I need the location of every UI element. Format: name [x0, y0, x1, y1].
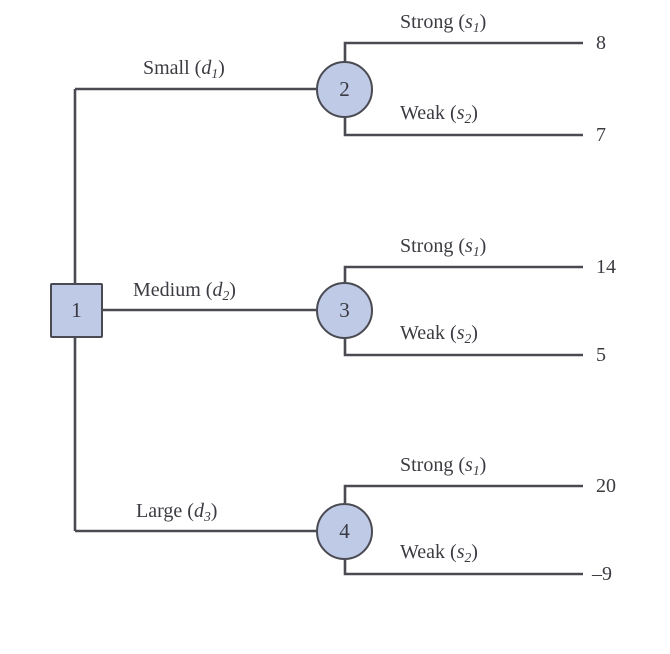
chance-node-4[interactable]: 4 — [316, 503, 373, 560]
branch-label-strong-3-name: Strong — [400, 454, 454, 476]
edge-chance-2-weak — [343, 118, 583, 137]
branch-label-strong-1-name: Strong — [400, 11, 454, 33]
edge-chance-3-weak — [343, 339, 583, 357]
branch-label-medium: Medium (d2) — [133, 279, 236, 303]
edge-chance-3-strong — [343, 265, 583, 282]
branch-label-strong-1: Strong (s1) — [400, 11, 487, 35]
chance-node-3[interactable]: 3 — [316, 282, 373, 339]
decision-node-1-label: 1 — [71, 298, 82, 322]
payoff-value-strong-2: 14 — [596, 256, 616, 278]
branch-label-strong-3: Strong (s1) — [400, 454, 487, 478]
branch-label-small: Small (d1) — [143, 57, 225, 81]
branch-label-strong-2: Strong (s1) — [400, 235, 487, 259]
branch-label-strong-2-name: Strong — [400, 235, 454, 257]
payoff-value-weak-1: 7 — [596, 124, 606, 146]
branch-label-small-name: Small — [143, 57, 190, 79]
branch-label-weak-2: Weak (s2) — [400, 322, 478, 346]
branch-label-weak-1-name: Weak — [400, 102, 446, 124]
branch-label-weak-2-name: Weak — [400, 322, 446, 344]
branch-label-large-name: Large — [136, 500, 183, 522]
edge-chance-2-strong — [343, 41, 583, 61]
decision-node-1[interactable]: 1 — [50, 283, 103, 338]
branch-label-weak-3: Weak (s2) — [400, 541, 478, 565]
branch-label-weak-3-name: Weak — [400, 541, 446, 563]
edge-chance-4-strong — [343, 484, 583, 503]
chance-node-2[interactable]: 2 — [316, 61, 373, 118]
chance-node-4-label: 4 — [339, 519, 350, 543]
payoff-value-weak-3: –9 — [592, 563, 612, 585]
payoff-value-weak-2: 5 — [596, 344, 606, 366]
branch-label-medium-name: Medium — [133, 279, 201, 301]
edge-chance-4-weak — [343, 560, 583, 576]
chance-node-3-label: 3 — [339, 298, 350, 322]
payoff-value-strong-1: 8 — [596, 32, 606, 54]
branch-label-large: Large (d3) — [136, 500, 218, 524]
branch-label-weak-1: Weak (s2) — [400, 102, 478, 126]
payoff-value-strong-3: 20 — [596, 475, 616, 497]
chance-node-2-label: 2 — [339, 77, 350, 101]
